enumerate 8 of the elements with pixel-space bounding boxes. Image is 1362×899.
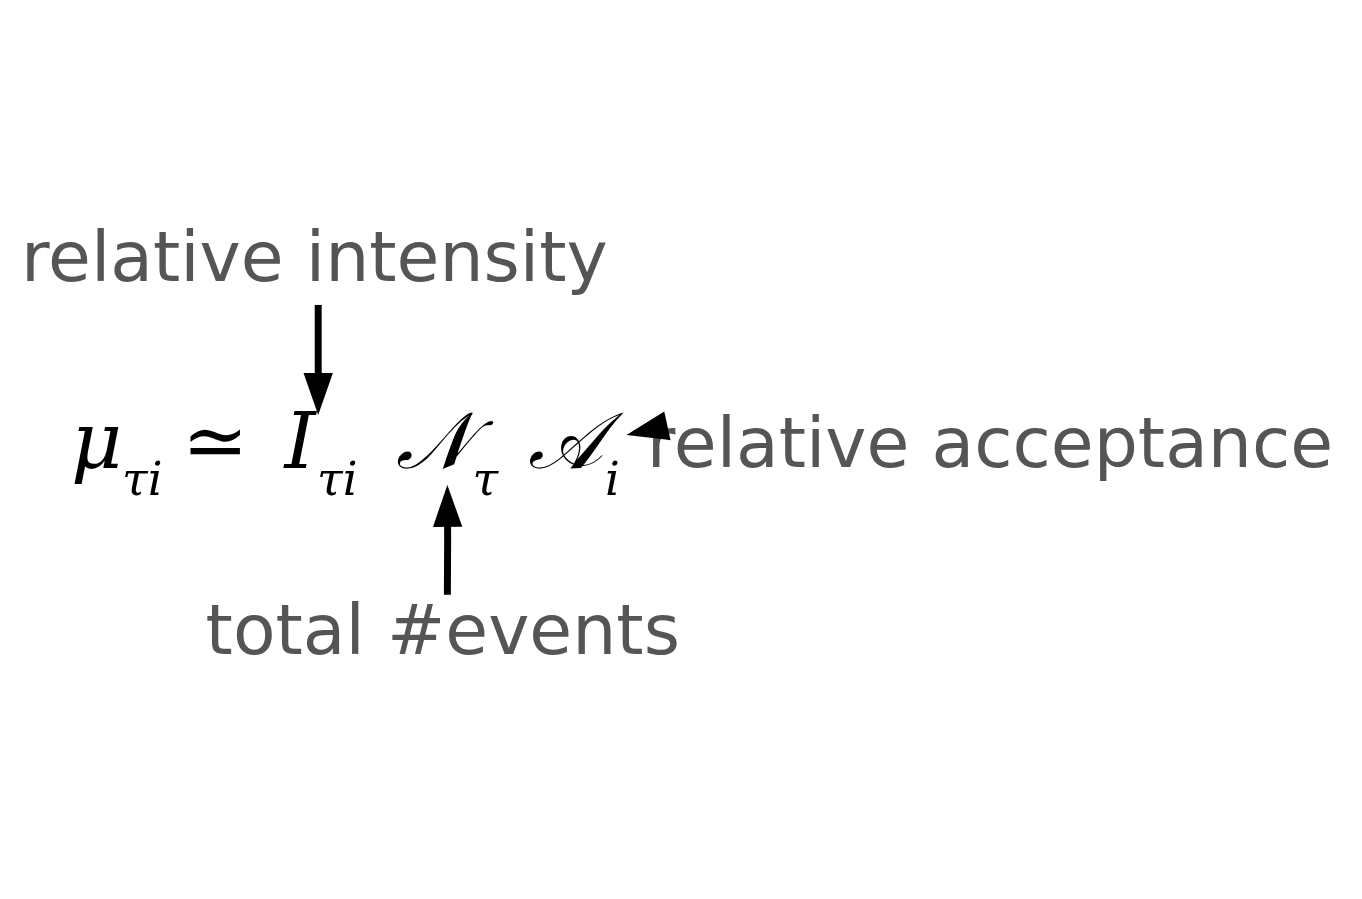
arrow xyxy=(626,411,671,440)
node-text: 𝒩$_{τ}$ xyxy=(395,394,499,506)
label: μ$_{τi}$ ≃ xyxy=(70,394,249,506)
arrow xyxy=(432,484,463,595)
node-text: relative acceptance xyxy=(646,401,1334,483)
node-text: I$_{τi}$ xyxy=(284,394,358,506)
node-text: total #events xyxy=(205,588,680,670)
node-text: relative intensity xyxy=(20,215,608,296)
